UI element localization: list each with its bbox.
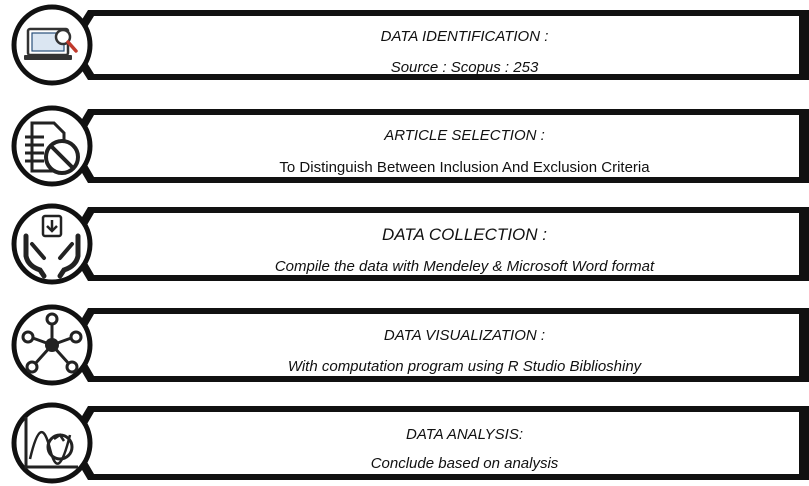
step-data-identification: DATA IDENTIFICATION : Source : Scopus : … [0,4,809,86]
step-detail: Compile the data with Mendeley & Microso… [274,258,655,275]
step-title: DATA VISUALIZATION : [383,327,546,344]
step-frame [11,203,809,285]
step-detail: With computation program using R Studio … [287,358,642,375]
step-title: DATA COLLECTION : [382,225,547,244]
step-frame [11,304,809,386]
step-title: ARTICLE SELECTION : [384,127,545,144]
step-frame [11,4,809,86]
hands-download-icon [23,214,81,279]
laptop-search-icon [24,27,78,60]
step-data-analysis: DATA ANALYSIS: Conclude based on analysi… [0,400,809,486]
document-exclude-icon [25,121,80,175]
step-data-visualization: DATA VISUALIZATION : With computation pr… [0,302,809,388]
step-data-collection: DATA COLLECTION : Compile the data with … [0,201,809,287]
step-title: DATA IDENTIFICATION : [380,28,549,45]
network-nodes-icon [21,312,83,374]
step-frame [11,105,809,187]
step-detail: To Distinguish Between Inclusion And Exc… [279,159,650,176]
step-detail: Conclude based on analysis [370,455,559,472]
step-article-selection: ARTICLE SELECTION : To Distinguish Betwe… [0,103,809,189]
step-detail: Source : Scopus : 253 [390,59,539,76]
step-title: DATA ANALYSIS: [406,426,523,443]
step-frame [11,402,809,484]
chart-analysis-icon [24,417,78,469]
